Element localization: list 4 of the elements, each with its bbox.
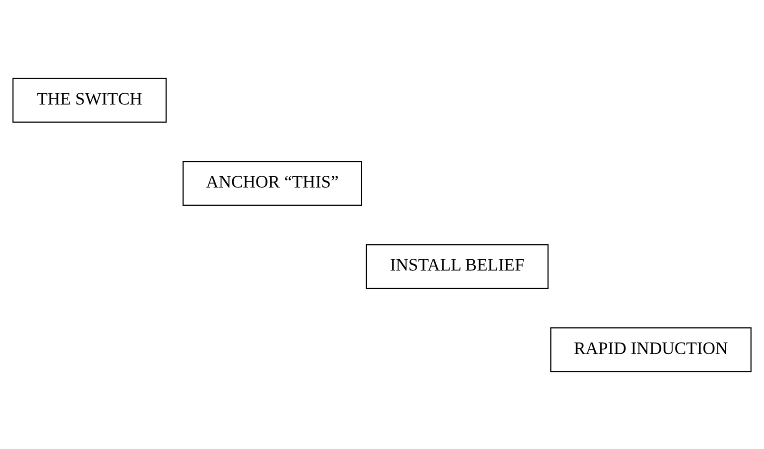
node-box: RAPID INDUCTION xyxy=(550,326,752,372)
node-box: THE SWITCH xyxy=(12,77,167,122)
node-box: ANCHOR “THIS” xyxy=(182,160,362,206)
node-box: INSTALL BELIEF xyxy=(366,244,549,289)
